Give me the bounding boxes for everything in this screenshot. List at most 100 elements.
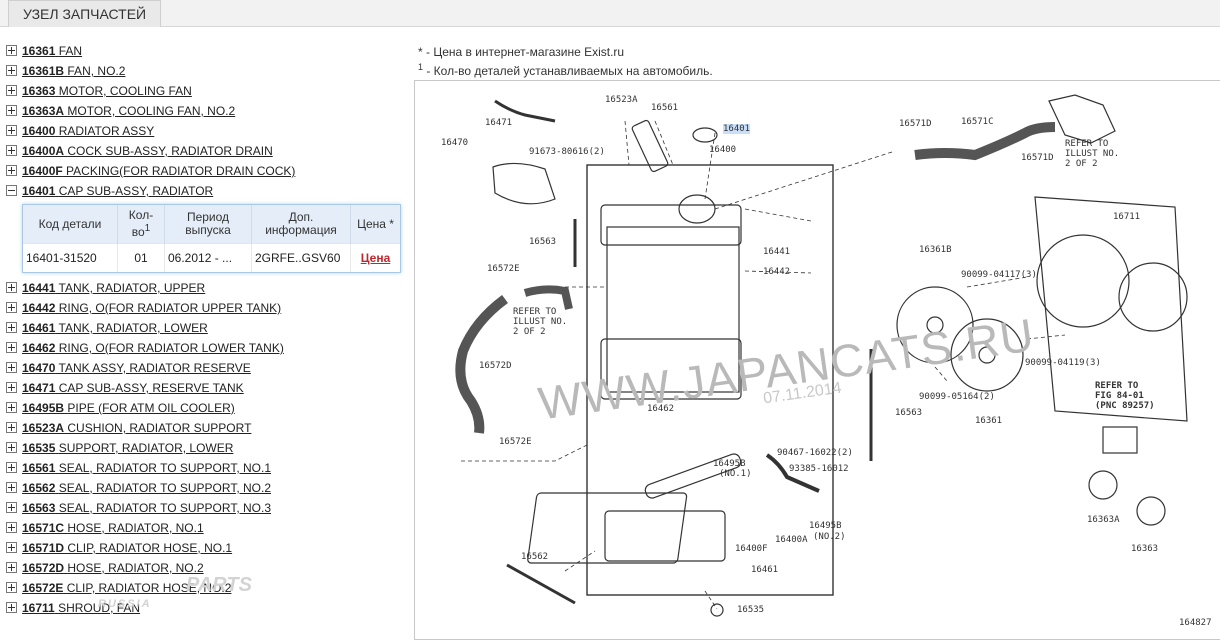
price-link[interactable]: Цена: [360, 251, 391, 265]
callout-16711[interactable]: 16711: [1113, 212, 1141, 222]
expand-icon[interactable]: [6, 125, 17, 136]
expand-icon[interactable]: [6, 282, 17, 293]
expand-icon[interactable]: [6, 85, 17, 96]
part-link[interactable]: 16401 CAP SUB-ASSY, RADIATOR: [22, 184, 214, 198]
part-link[interactable]: 16442 RING, O(FOR RADIATOR UPPER TANK): [22, 301, 282, 315]
expand-icon[interactable]: [6, 165, 17, 176]
parts-list-item-16363a[interactable]: 16363A MOTOR, COOLING FAN, NO.2: [6, 102, 406, 122]
part-link[interactable]: 16561 SEAL, RADIATOR TO SUPPORT, NO.1: [22, 461, 272, 475]
callout-16462[interactable]: 16462: [647, 404, 675, 414]
part-link[interactable]: 16562 SEAL, RADIATOR TO SUPPORT, NO.2: [22, 481, 272, 495]
expand-icon[interactable]: [6, 422, 17, 433]
part-link[interactable]: 16400 RADIATOR ASSY: [22, 124, 155, 138]
part-link[interactable]: 16571D CLIP, RADIATOR HOSE, NO.1: [22, 541, 233, 555]
parts-list-item-16363[interactable]: 16363 MOTOR, COOLING FAN: [6, 82, 406, 102]
callout-16461[interactable]: 16461: [751, 565, 779, 575]
expand-icon[interactable]: [6, 502, 17, 513]
parts-list-item-16495b[interactable]: 16495B PIPE (FOR ATM OIL COOLER): [6, 399, 406, 419]
callout-16571d2[interactable]: 16571D: [1021, 153, 1054, 163]
parts-list-item-16572d[interactable]: 16572D HOSE, RADIATOR, NO.2: [6, 559, 406, 579]
callout-93385[interactable]: 93385-16012: [789, 464, 849, 474]
expand-icon[interactable]: [6, 45, 17, 56]
parts-list-item-16461[interactable]: 16461 TANK, RADIATOR, LOWER: [6, 319, 406, 339]
expand-icon[interactable]: [6, 302, 17, 313]
part-link[interactable]: 16363A MOTOR, COOLING FAN, NO.2: [22, 104, 236, 118]
callout-16401[interactable]: 16401: [723, 124, 751, 134]
expand-icon[interactable]: [6, 462, 17, 473]
parts-list-item-16441[interactable]: 16441 TANK, RADIATOR, UPPER: [6, 279, 406, 299]
part-link[interactable]: 16400A COCK SUB-ASSY, RADIATOR DRAIN: [22, 144, 273, 158]
expand-icon[interactable]: [6, 145, 17, 156]
parts-list-item-16401[interactable]: 16401 CAP SUB-ASSY, RADIATOR: [6, 182, 406, 202]
callout-16495ba2[interactable]: (NO.1): [719, 469, 752, 479]
part-link[interactable]: 16523A CUSHION, RADIATOR SUPPORT: [22, 421, 252, 435]
parts-list-item-16571d[interactable]: 16571D CLIP, RADIATOR HOSE, NO.1: [6, 539, 406, 559]
part-link[interactable]: 16563 SEAL, RADIATOR TO SUPPORT, NO.3: [22, 501, 272, 515]
part-link[interactable]: 16535 SUPPORT, RADIATOR, LOWER: [22, 441, 234, 455]
parts-list-item-16572e[interactable]: 16572E CLIP, RADIATOR HOSE, NO.2: [6, 579, 406, 599]
callout-16495bb[interactable]: 16495B: [809, 521, 842, 531]
expand-icon[interactable]: [6, 602, 17, 613]
callout-16563a[interactable]: 16563: [529, 237, 557, 247]
parts-list-item-16442[interactable]: 16442 RING, O(FOR RADIATOR UPPER TANK): [6, 299, 406, 319]
part-link[interactable]: 16461 TANK, RADIATOR, LOWER: [22, 321, 208, 335]
expand-icon[interactable]: [6, 342, 17, 353]
callout-90099a[interactable]: 90099-04117(3): [961, 270, 1037, 280]
callout-90467[interactable]: 90467-16022(2): [777, 448, 853, 458]
part-link[interactable]: 16711 SHROUD, FAN: [22, 601, 141, 615]
parts-list-item-16471[interactable]: 16471 CAP SUB-ASSY, RESERVE TANK: [6, 379, 406, 399]
expand-icon[interactable]: [6, 362, 17, 373]
callout-16471[interactable]: 16471: [485, 118, 513, 128]
callout-16495ba[interactable]: 16495B: [713, 459, 746, 469]
collapse-icon[interactable]: [6, 185, 17, 196]
callout-16400[interactable]: 16400: [709, 145, 737, 155]
callout-16441[interactable]: 16441: [763, 247, 791, 257]
callout-16400f[interactable]: 16400F: [735, 544, 768, 554]
part-link[interactable]: 16572E CLIP, RADIATOR HOSE, NO.2: [22, 581, 232, 595]
callout-16400a[interactable]: 16400A: [775, 535, 808, 545]
expand-icon[interactable]: [6, 522, 17, 533]
callout-16363a[interactable]: 16363A: [1087, 515, 1120, 525]
parts-list-item-16361b[interactable]: 16361B FAN, NO.2: [6, 62, 406, 82]
callout-16361[interactable]: 16361: [975, 416, 1003, 426]
callout-16563b[interactable]: 16563: [895, 408, 923, 418]
callout-16571d1[interactable]: 16571D: [899, 119, 932, 129]
part-link[interactable]: 16361B FAN, NO.2: [22, 64, 126, 78]
expand-icon[interactable]: [6, 442, 17, 453]
part-link[interactable]: 16462 RING, O(FOR RADIATOR LOWER TANK): [22, 341, 284, 355]
part-link[interactable]: 16471 CAP SUB-ASSY, RESERVE TANK: [22, 381, 244, 395]
parts-list-item-16535[interactable]: 16535 SUPPORT, RADIATOR, LOWER: [6, 439, 406, 459]
expand-icon[interactable]: [6, 382, 17, 393]
parts-list-item-16523a[interactable]: 16523A CUSHION, RADIATOR SUPPORT: [6, 419, 406, 439]
callout-16562[interactable]: 16562: [521, 552, 549, 562]
callout-16572eb[interactable]: 16572E: [499, 437, 532, 447]
callout-90099b[interactable]: 90099-04119(3): [1025, 358, 1101, 368]
expand-icon[interactable]: [6, 105, 17, 116]
expand-icon[interactable]: [6, 482, 17, 493]
expand-icon[interactable]: [6, 322, 17, 333]
part-link[interactable]: 16495B PIPE (FOR ATM OIL COOLER): [22, 401, 235, 415]
parts-list-item-16400a[interactable]: 16400A COCK SUB-ASSY, RADIATOR DRAIN: [6, 142, 406, 162]
callout-16571c[interactable]: 16571C: [961, 117, 994, 127]
part-link[interactable]: 16470 TANK ASSY, RADIATOR RESERVE: [22, 361, 251, 375]
part-link[interactable]: 16441 TANK, RADIATOR, UPPER: [22, 281, 206, 295]
expand-icon[interactable]: [6, 562, 17, 573]
part-link[interactable]: 16571C HOSE, RADIATOR, NO.1: [22, 521, 204, 535]
part-link[interactable]: 16363 MOTOR, COOLING FAN: [22, 84, 192, 98]
tab-parts-assembly[interactable]: УЗЕЛ ЗАПЧАСТЕЙ: [8, 0, 162, 27]
expand-icon[interactable]: [6, 582, 17, 593]
callout-16442[interactable]: 16442: [763, 267, 791, 277]
part-link[interactable]: 16361 FAN: [22, 44, 83, 58]
parts-list-item-16563[interactable]: 16563 SEAL, RADIATOR TO SUPPORT, NO.3: [6, 499, 406, 519]
expand-icon[interactable]: [6, 542, 17, 553]
part-link[interactable]: 16400F PACKING(FOR RADIATOR DRAIN COCK): [22, 164, 296, 178]
expand-icon[interactable]: [6, 402, 17, 413]
callout-90099c[interactable]: 90099-05164(2): [919, 392, 995, 402]
callout-16363[interactable]: 16363: [1131, 544, 1159, 554]
callout-16361b[interactable]: 16361B: [919, 245, 952, 255]
callout-16495bb2[interactable]: (NO.2): [813, 532, 846, 542]
parts-list-item-16711[interactable]: 16711 SHROUD, FAN: [6, 599, 406, 619]
callout-16535[interactable]: 16535: [737, 605, 765, 615]
callout-91673[interactable]: 91673-80616(2): [529, 147, 605, 157]
callout-16572ea[interactable]: 16572E: [487, 264, 520, 274]
